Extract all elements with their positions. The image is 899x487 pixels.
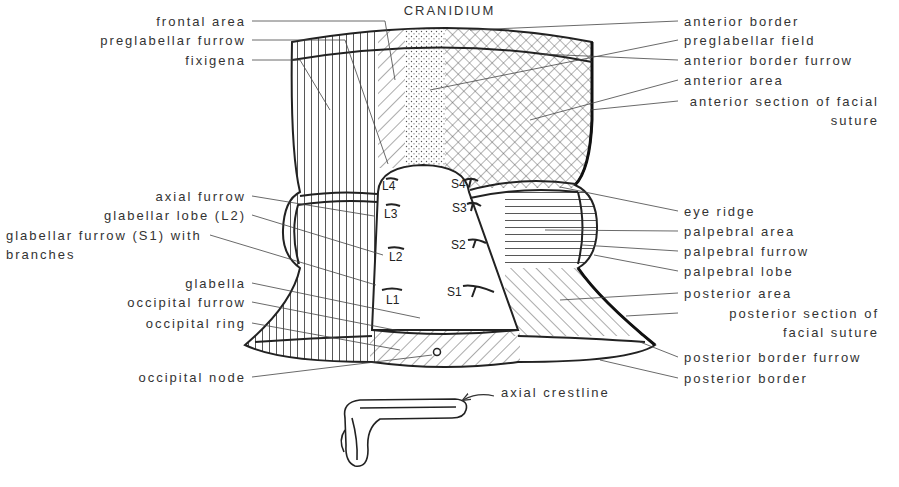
part-label: palpebral furrow [683, 242, 810, 261]
part-label: preglabellar furrow [99, 31, 247, 50]
furrow-lobe-code: L2 [388, 250, 403, 264]
part-label: glabellar lobe (L2) [103, 206, 247, 225]
furrow-lobe-code: S3 [451, 201, 468, 215]
posterior-border-furrow [518, 336, 645, 342]
furrow-lobe-code: S2 [450, 238, 467, 252]
part-label: posterior border furrow [683, 348, 863, 367]
part-label: anterior border [683, 12, 800, 31]
anterior-border-furrow [292, 47, 592, 62]
glabellar-furrows [382, 178, 494, 297]
part-label: palpebral lobe [683, 262, 795, 281]
cranidium-outline [245, 28, 655, 367]
furrow-lobe-code: S1 [446, 285, 463, 299]
furrow-lobe-code: S4 [450, 177, 467, 191]
part-label: anterior border furrow [683, 51, 854, 70]
part-label: eye ridge [683, 202, 756, 221]
crestline-arrow [463, 395, 494, 400]
palpebral-furrow [578, 192, 583, 264]
part-label: posterior area [683, 284, 793, 303]
part-label: glabella [184, 274, 247, 293]
occipital-furrow [372, 330, 518, 334]
part-label: axial crestline [500, 383, 611, 402]
furrow-lobe-code: L4 [381, 179, 396, 193]
part-label: preglabellar field [683, 31, 816, 50]
part-label: posterior section of facial suture [683, 304, 880, 342]
glabella-outline [372, 165, 518, 330]
part-label: occipital furrow [126, 293, 247, 312]
part-label: fixigena [184, 51, 247, 70]
furrow-lobe-code: L3 [383, 207, 398, 221]
part-label: occipital ring [145, 314, 247, 333]
part-label: posterior border [683, 369, 809, 388]
eye-ridge [298, 192, 377, 205]
eye-ridge [470, 181, 578, 198]
occipital-node [434, 349, 441, 356]
part-label: occipital node [138, 368, 248, 387]
part-label: anterior area [683, 71, 785, 90]
leader-lines [210, 21, 678, 378]
part-label: palpebral area [683, 222, 796, 241]
posterior-border-furrow [255, 336, 372, 342]
part-label: frontal area [155, 12, 247, 31]
part-label: anterior section of facial suture [683, 92, 880, 130]
part-label: axial furrow [155, 187, 247, 206]
palpebral-furrow [294, 205, 299, 264]
part-label: glabellar furrow (S1) with branches [5, 226, 207, 264]
furrow-lobe-code: L1 [385, 293, 400, 307]
profile-view [341, 399, 466, 466]
facial-suture [575, 42, 655, 345]
